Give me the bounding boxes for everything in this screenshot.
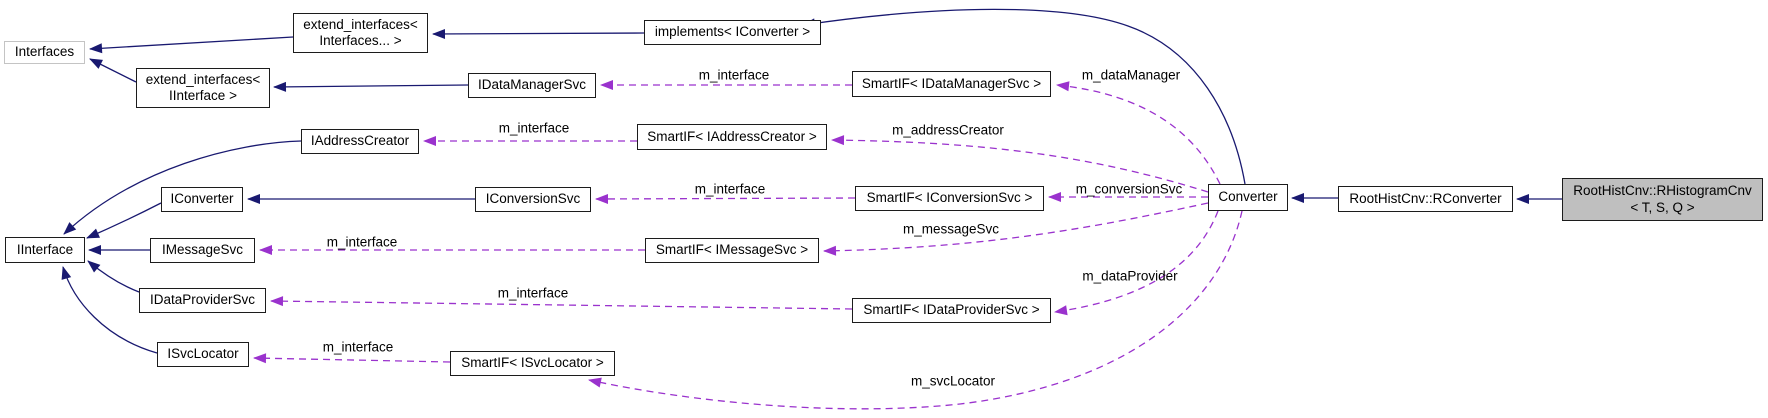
node-extend-interfaces-iinterface[interactable]: extend_interfaces< IInterface > bbox=[136, 68, 270, 108]
edge-label-m-svclocator: m_svcLocator bbox=[910, 373, 996, 389]
edge-label-m-dataprovider: m_dataProvider bbox=[1082, 268, 1178, 284]
edge-label-m-interface-dataprovider: m_interface bbox=[497, 285, 569, 301]
edge-iconverter-to-iinterface bbox=[86, 202, 162, 239]
node-smartif-iconversionsvc[interactable]: SmartIF< IConversionSvc > bbox=[855, 186, 1044, 211]
edge-iaddresscreator-to-iinterface bbox=[63, 140, 302, 235]
node-iaddresscreator[interactable]: IAddressCreator bbox=[301, 129, 419, 154]
node-idataprovidersvc[interactable]: IDataProviderSvc bbox=[139, 288, 266, 313]
node-smartif-imessagesvc[interactable]: SmartIF< IMessageSvc > bbox=[645, 238, 819, 263]
edge-maddresscreator bbox=[831, 135, 1209, 193]
edge-msvclocator bbox=[588, 210, 1243, 410]
edge-label-m-interface-conversionsvc: m_interface bbox=[694, 181, 766, 197]
node-interfaces[interactable]: Interfaces bbox=[4, 41, 85, 64]
edge-idatamanagersvc-to-extendiinterface bbox=[273, 81, 469, 92]
edge-minterface-dataprovidersvc bbox=[270, 296, 853, 310]
edge-extendiinterface-to-interfaces bbox=[89, 58, 137, 83]
node-smartif-idataprovidersvc[interactable]: SmartIF< IDataProviderSvc > bbox=[852, 298, 1051, 323]
edge-label-m-interface-addresscreator: m_interface bbox=[498, 120, 570, 136]
node-implements-iconverter[interactable]: implements< IConverter > bbox=[644, 20, 821, 45]
edge-mmessagesvc bbox=[823, 202, 1209, 256]
edge-label-m-addresscreator: m_addressCreator bbox=[892, 122, 1004, 138]
edge-isvclocator-to-iinterface bbox=[61, 266, 158, 354]
node-roothistcnv-rconverter[interactable]: RootHistCnv::RConverter bbox=[1338, 186, 1513, 212]
edge-minterface-conversionsvc bbox=[595, 193, 856, 204]
edge-mdataprovider bbox=[1054, 210, 1219, 316]
edge-extendvariadic-to-interfaces bbox=[89, 36, 294, 54]
node-smartif-iaddresscreator[interactable]: SmartIF< IAddressCreator > bbox=[637, 124, 827, 150]
edge-label-m-datamanager: m_dataManager bbox=[1081, 67, 1181, 83]
node-roothistcnv-rhistogramcnv: RootHistCnv::RHistogramCnv < T, S, Q > bbox=[1562, 178, 1763, 221]
node-isvclocator[interactable]: ISvcLocator bbox=[157, 342, 249, 367]
node-iconverter[interactable]: IConverter bbox=[161, 187, 243, 212]
node-smartif-idatamanagersvc[interactable]: SmartIF< IDataManagerSvc > bbox=[852, 71, 1051, 97]
edge-mdatamanager bbox=[1056, 81, 1221, 185]
edge-idataprovidersvc-to-iinterface bbox=[87, 260, 140, 293]
edge-label-m-messagesvc: m_messageSvc bbox=[902, 221, 1000, 237]
node-converter[interactable]: Converter bbox=[1208, 184, 1288, 211]
edge-label-m-interface-svclocator: m_interface bbox=[322, 339, 394, 355]
edge-label-m-interface-datamanager: m_interface bbox=[698, 67, 770, 83]
edge-implements-to-extendvariadic bbox=[432, 28, 645, 39]
edge-label-m-interface-messagesvc: m_interface bbox=[326, 234, 398, 250]
edge-label-m-conversionsvc: m_conversionSvc bbox=[1075, 181, 1183, 197]
node-extend-interfaces-variadic[interactable]: extend_interfaces< Interfaces... > bbox=[293, 13, 428, 53]
node-iinterface[interactable]: IInterface bbox=[5, 237, 85, 263]
node-iconversionsvc[interactable]: IConversionSvc bbox=[475, 187, 591, 212]
node-idatamanagersvc[interactable]: IDataManagerSvc bbox=[468, 73, 596, 98]
edge-converter-to-implements bbox=[802, 8, 1246, 185]
node-smartif-isvclocator[interactable]: SmartIF< ISvcLocator > bbox=[450, 351, 615, 376]
edge-minterface-svclocator bbox=[253, 353, 451, 364]
node-imessagesvc[interactable]: IMessageSvc bbox=[150, 238, 255, 263]
